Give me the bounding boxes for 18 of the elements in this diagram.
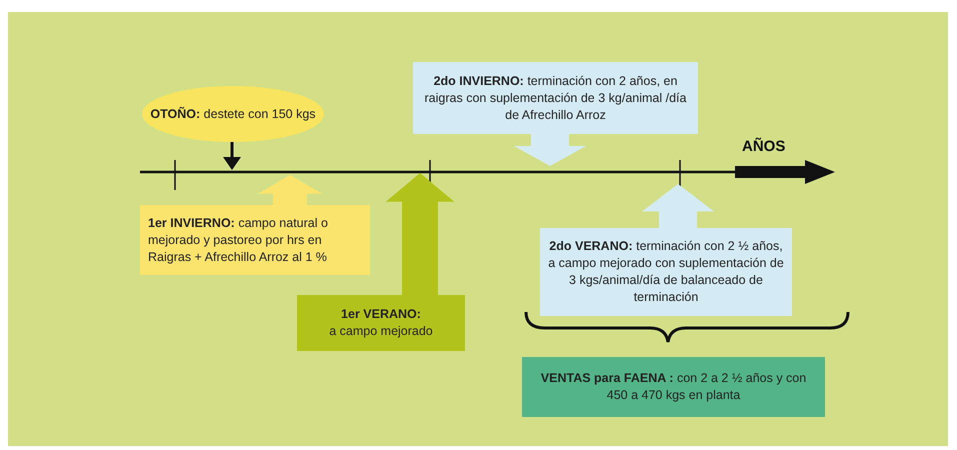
arrow <box>223 142 241 170</box>
callout-box <box>522 357 825 417</box>
axis-label: AÑOS <box>742 138 786 155</box>
callout-box <box>140 205 370 275</box>
block-arrow <box>386 173 454 295</box>
callout-box <box>413 62 698 134</box>
callout-heading: 1er VERANO: <box>341 306 421 323</box>
callout-box <box>297 295 465 351</box>
callout-text: a campo mejorado <box>329 323 433 340</box>
block-arrow <box>514 134 586 166</box>
callout-box <box>540 228 792 316</box>
callout-text: 2do INVIERNO: terminación con 2 años, en raigras con suplementación de 3 kg/animal /día de Afrechillo Arroz <box>424 72 688 124</box>
callout-text: 1er INVIERNO: campo natural o mejorado y pastoreo por hrs en Raigras + Afrechillo Arroz al 1 % <box>148 214 329 266</box>
block-arrow <box>258 175 322 205</box>
callout-text: OTOÑO: destete con 150 kgs <box>150 106 316 122</box>
callout-text: 2do VERANO: terminación con 2 ½ años, a campo mejorado con suplementación de 3 kgs/animal/día de balanceado de terminación <box>548 238 784 306</box>
callout-text: VENTAS para FAENA : con 2 a 2 ½ años y con 450 a 470 kgs en planta <box>540 370 808 404</box>
block-arrow <box>642 184 714 228</box>
